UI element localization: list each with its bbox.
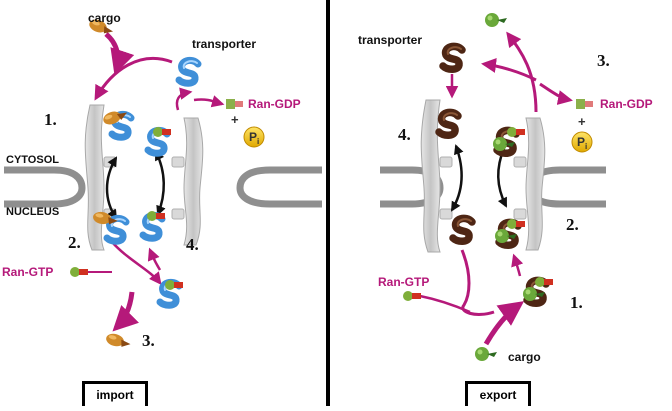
- import-transporter-label: transporter: [192, 37, 256, 51]
- import-panel: P i cargo transporter Ran-GDP + CYTOSOL …: [2, 11, 322, 350]
- import-arrow-cargo-in: [104, 32, 135, 75]
- export-ran-gdp-label: Ran-GDP: [600, 97, 653, 111]
- export-panel: P i transporter Ran-GDP + Ran-GTP cargo …: [358, 13, 653, 364]
- import-arrow-down-right: [111, 241, 162, 285]
- svg-text:P: P: [577, 135, 585, 149]
- export-pi-icon: P i: [571, 131, 593, 153]
- import-cargo-label: cargo: [88, 11, 121, 25]
- export-transporter-nucleus: [453, 218, 472, 241]
- import-complex-ran-bottom: [143, 211, 165, 238]
- import-pi-icon: P i: [243, 126, 265, 148]
- import-plus-sign: +: [231, 112, 239, 127]
- import-ran-gtp-molecule: [70, 267, 88, 277]
- import-arrow-up-return: [147, 247, 162, 271]
- export-nuclear-envelope: [380, 166, 606, 208]
- svg-text:i: i: [257, 137, 259, 146]
- export-step-1: 1.: [570, 293, 583, 312]
- import-ran-gdp-label: Ran-GDP: [248, 97, 301, 111]
- export-caption: export: [465, 381, 531, 406]
- export-cargo-label: cargo: [508, 350, 541, 364]
- export-arrow-to-rangdp: [539, 82, 573, 105]
- export-rangtp-line: [419, 294, 471, 314]
- import-arrow-up-right: [175, 87, 193, 111]
- export-transporter-free: [443, 46, 462, 69]
- import-cytosol-label: CYTOSOL: [6, 154, 59, 166]
- import-arrow-top-left: [94, 56, 173, 101]
- import-pore-arrow-right: [154, 150, 166, 216]
- export-cargo-released: [485, 13, 507, 27]
- export-ran-gtp-label: Ran-GTP: [378, 275, 429, 289]
- import-caption: import: [82, 381, 148, 406]
- import-cargo-released: [104, 331, 133, 350]
- export-complex-bottom: [495, 219, 525, 245]
- export-transporter-in-pore: [439, 112, 458, 135]
- export-arrow-transporter-return: [481, 58, 537, 82]
- export-pore-arrow-left: [450, 144, 464, 212]
- export-step-4: 4.: [398, 125, 411, 144]
- export-complex-top: [493, 127, 525, 153]
- export-step-2: 2.: [566, 215, 579, 234]
- export-transporter-label: transporter: [358, 33, 422, 47]
- import-step-3: 3.: [142, 331, 155, 350]
- export-nuclear-pore: [420, 99, 546, 253]
- import-ran-gtp-label: Ran-GTP: [2, 265, 53, 279]
- export-arrow-cargo-release: [506, 31, 538, 113]
- import-step-1: 1.: [44, 110, 57, 129]
- import-transporter-free: [179, 60, 198, 83]
- import-step-4: 4.: [186, 235, 199, 254]
- export-arrow-cargo-in: [483, 301, 525, 346]
- export-ran-gtp-molecule: [403, 291, 421, 301]
- export-arrow-bottom-curve: [460, 249, 495, 316]
- import-complex-4: [160, 280, 183, 305]
- svg-text:i: i: [585, 142, 587, 151]
- import-complex-1: [101, 106, 131, 137]
- import-arrow-cargo-out: [112, 291, 139, 332]
- export-cargo-free: [475, 347, 497, 361]
- import-nucleus-label: NUCLEUS: [6, 206, 59, 218]
- import-complex-ran-top: [148, 127, 171, 153]
- import-arrow-to-rangdp: [193, 95, 225, 108]
- export-step-3: 3.: [597, 51, 610, 70]
- export-plus-sign: +: [578, 114, 586, 129]
- export-ran-gdp-molecule: [576, 99, 593, 109]
- import-pore-arrow-left: [105, 156, 118, 220]
- svg-text:P: P: [249, 130, 257, 144]
- export-arrow-up: [511, 253, 524, 277]
- import-ran-gdp-molecule: [226, 99, 243, 109]
- export-complex-1: [523, 277, 553, 303]
- import-step-2: 2.: [68, 233, 81, 252]
- panel-divider: [326, 0, 330, 406]
- import-nuclear-pore: [84, 104, 204, 251]
- import-nuclear-envelope: [4, 166, 322, 208]
